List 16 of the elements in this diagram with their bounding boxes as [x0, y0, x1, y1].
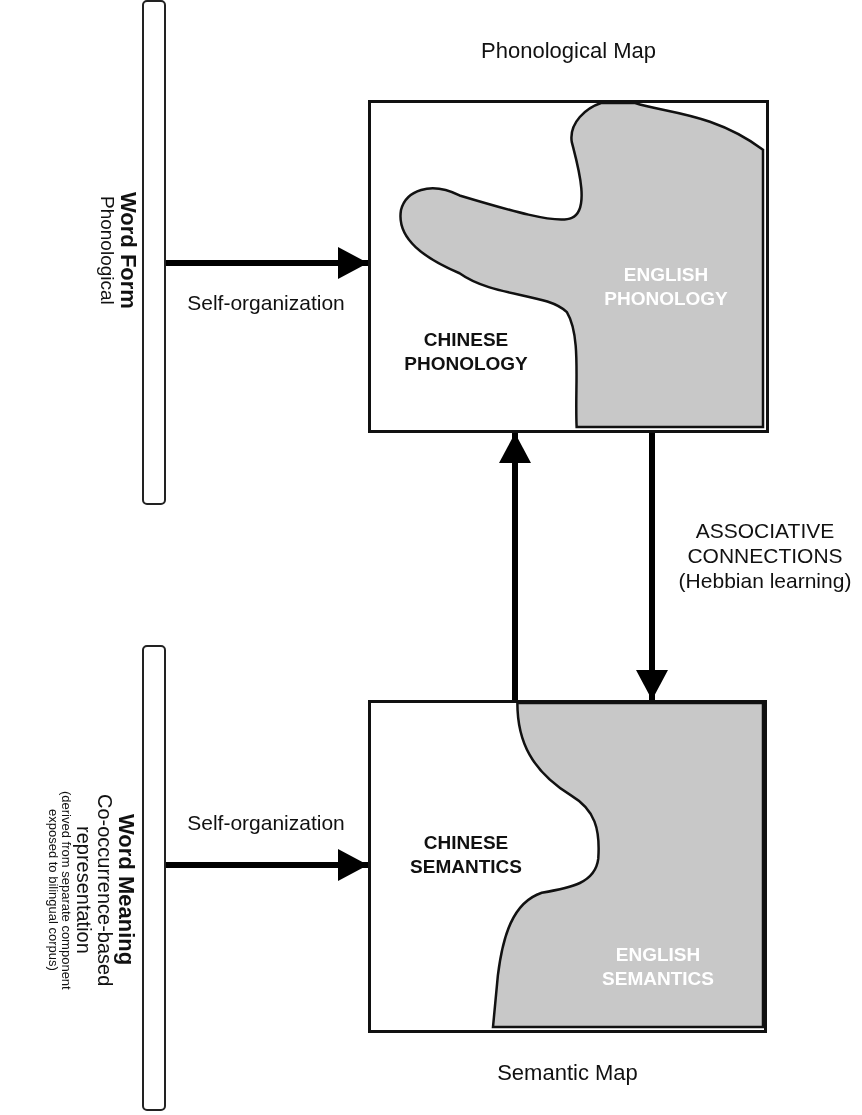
region-label: CHINESE SEMANTICS — [409, 831, 523, 879]
input-description: Phonological — [96, 195, 117, 305]
arrow — [499, 433, 531, 700]
region-label: CHINESE PHONOLOGY — [403, 328, 529, 376]
input-description: (derived from separate component exposed to bilingual corpus) — [46, 789, 73, 992]
input-bar — [142, 645, 166, 1111]
input-bar — [142, 0, 166, 505]
arrow — [166, 849, 368, 881]
map-box — [368, 700, 767, 1033]
arrow — [166, 247, 368, 279]
arrow — [636, 433, 668, 700]
input-heading: Word Form — [116, 191, 140, 309]
map-title: Phonological Map — [480, 38, 657, 64]
input-heading: Word Meaning — [114, 814, 138, 966]
map-title: Semantic Map — [496, 1060, 639, 1086]
input-description: Co-occurrence-based representation — [72, 792, 115, 989]
